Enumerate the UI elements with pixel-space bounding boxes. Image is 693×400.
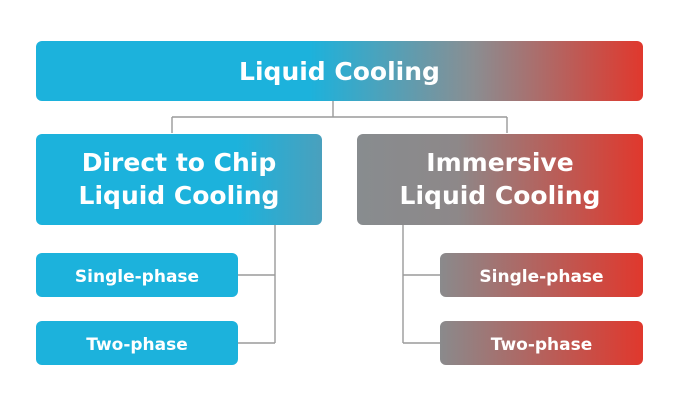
root-node: Liquid Cooling — [36, 41, 643, 101]
right-child-1-label: Single-phase — [479, 267, 603, 287]
branch-node-immersive: Immersive Liquid Cooling — [357, 134, 643, 225]
branch-box-left — [36, 134, 322, 225]
right-child-single-phase: Single-phase — [440, 253, 643, 297]
left-child-1-label: Single-phase — [75, 267, 199, 287]
left-child-single-phase: Single-phase — [36, 253, 238, 297]
branch-right-label-line-1: Immersive — [426, 148, 573, 177]
right-child-2-box — [440, 321, 643, 365]
branch-box-right — [357, 134, 643, 225]
root-connectors — [171, 101, 508, 133]
left-child-2-label: Two-phase — [86, 335, 188, 355]
left-branch-connectors — [238, 225, 276, 344]
branch-node-direct-to-chip: Direct to Chip Liquid Cooling — [36, 134, 322, 225]
right-branch-connectors — [402, 225, 440, 344]
right-child-1-box — [440, 253, 643, 297]
left-child-1-box — [36, 253, 238, 297]
branch-left-label-line-2: Liquid Cooling — [79, 181, 280, 210]
right-child-two-phase: Two-phase — [440, 321, 643, 365]
right-child-2-label: Two-phase — [491, 335, 593, 355]
root-box — [36, 41, 643, 101]
left-child-2-box — [36, 321, 238, 365]
left-child-two-phase: Two-phase — [36, 321, 238, 365]
branch-left-label-line-1: Direct to Chip — [82, 148, 277, 177]
root-label: Liquid Cooling — [239, 57, 440, 86]
branch-right-label-line-2: Liquid Cooling — [400, 181, 601, 210]
